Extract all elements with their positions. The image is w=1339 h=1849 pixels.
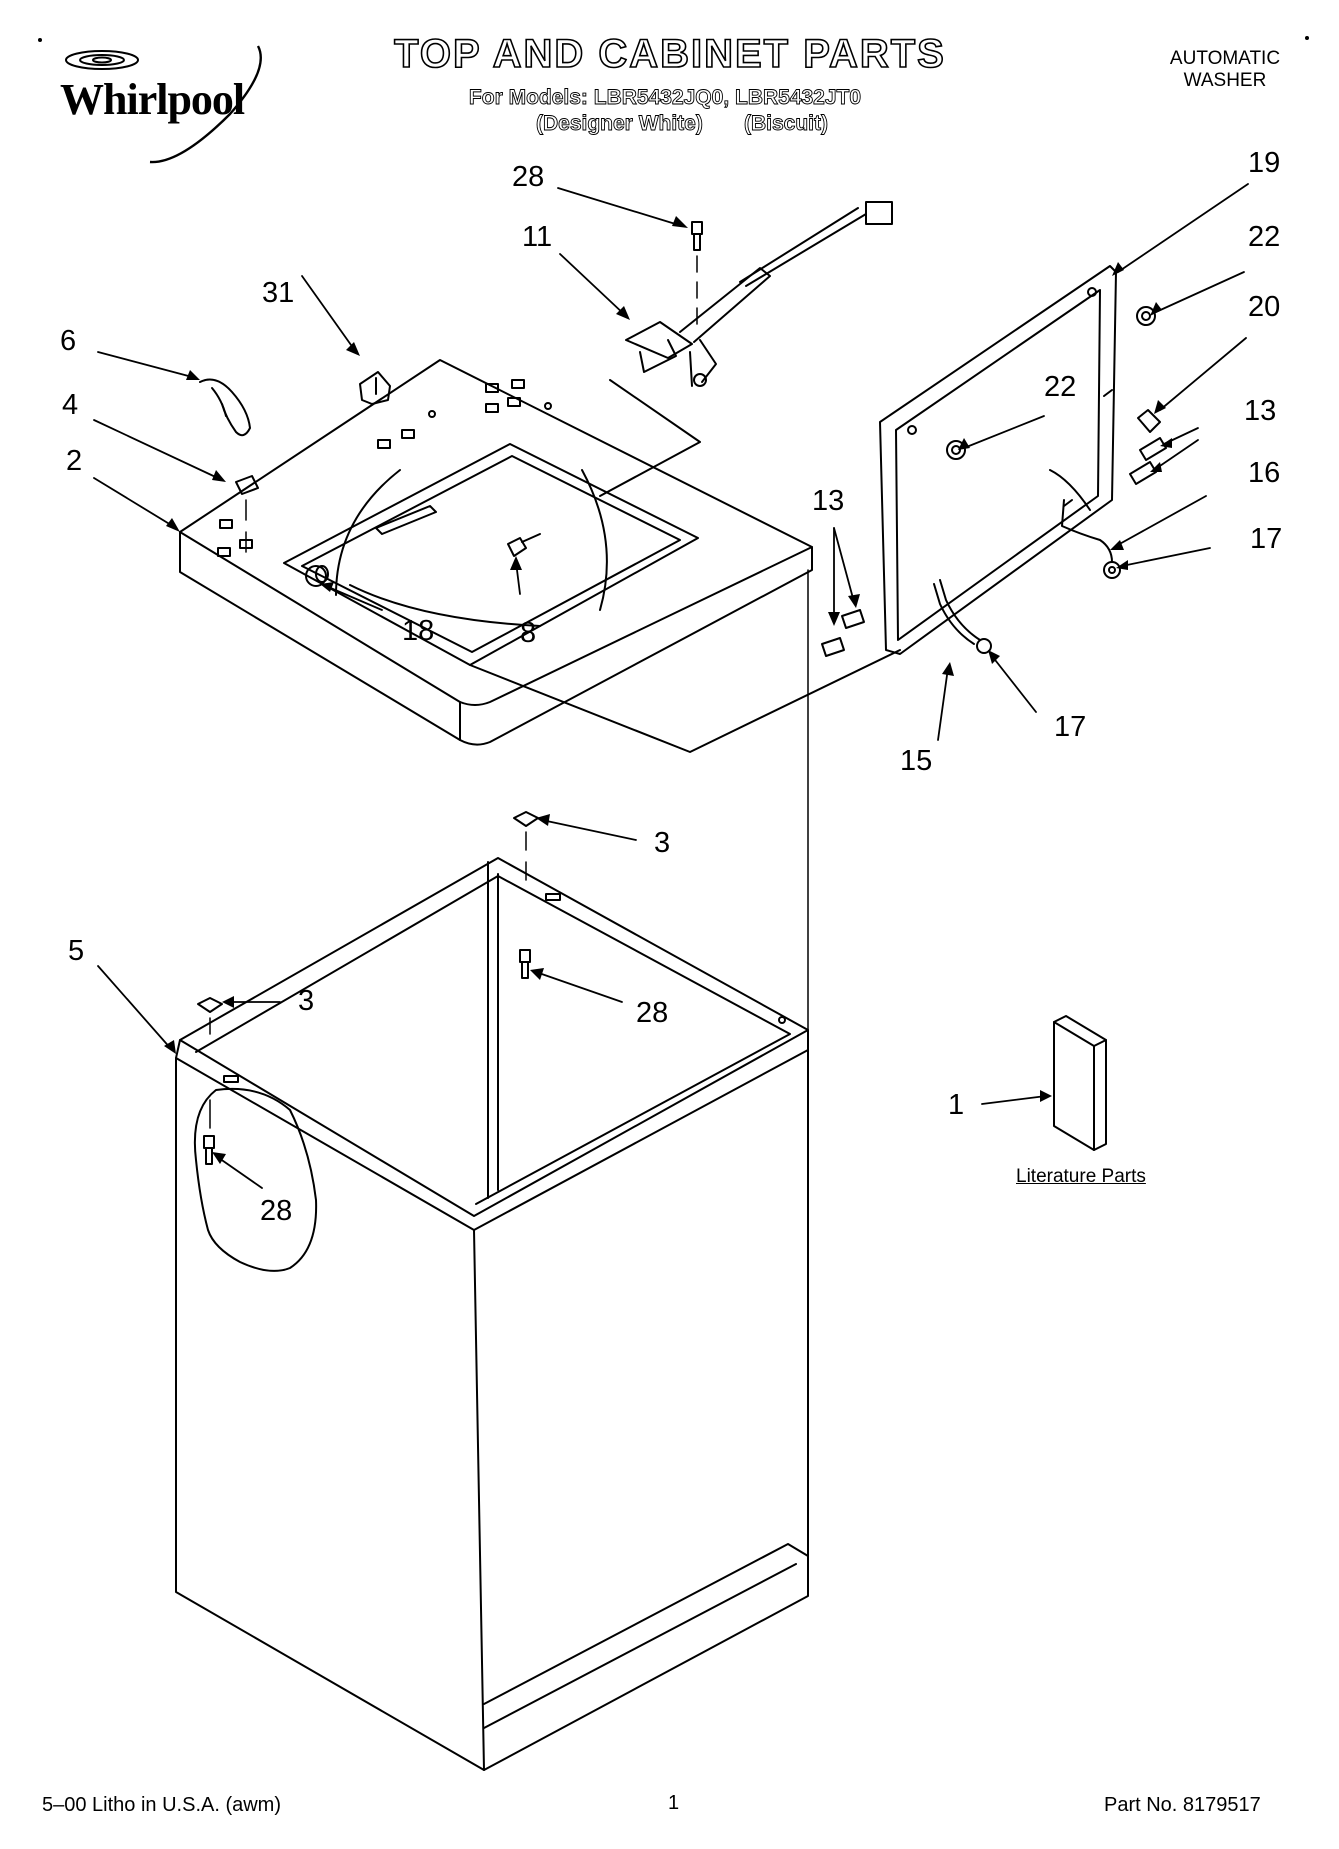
- whirlpool-swirl-logo-icon: [65, 45, 262, 164]
- footer-litho: 5–00 Litho in U.S.A. (awm): [42, 1794, 281, 1816]
- footer-part-number: Part No. 8179517: [1104, 1794, 1261, 1816]
- grommet-part-17-lower: [976, 638, 992, 654]
- callout-3-lower: 3: [298, 985, 315, 1017]
- callout-18: 18: [402, 615, 435, 647]
- callout-2: 2: [66, 445, 83, 477]
- finish-designer-white: (Designer White): [536, 112, 704, 136]
- footer-page-number: 1: [668, 1792, 680, 1814]
- whirlpool-logo: Whirlpool: [40, 44, 290, 164]
- callout-31: 31: [262, 277, 295, 309]
- callout-13-right: 13: [1244, 395, 1277, 427]
- callout-28-top: 28: [512, 161, 545, 193]
- page-title: TOP AND CABINET PARTS: [393, 31, 946, 77]
- hose-part-15: [933, 579, 981, 645]
- wire-harness-part-16: [1061, 499, 1113, 563]
- callout-17-bottom: 17: [1054, 711, 1087, 743]
- bumper-part-22-left: [946, 440, 966, 460]
- fastener-part-8: [507, 533, 541, 557]
- callout-15: 15: [900, 745, 933, 777]
- callout-1: 1: [948, 1089, 965, 1121]
- callout-16: 16: [1248, 457, 1281, 489]
- callout-11: 11: [522, 221, 553, 253]
- knob-part-18: [305, 565, 329, 587]
- screw-part-28-mid: [519, 949, 531, 979]
- callout-20: 20: [1248, 291, 1281, 323]
- switch-part-20: [1137, 409, 1161, 433]
- callout-28-mid: 28: [636, 997, 669, 1029]
- bumper-part-22-right: [1136, 306, 1156, 326]
- screw-part-28-low: [203, 1099, 215, 1165]
- lid-switch-assembly: [625, 201, 893, 387]
- literature-parts-label: Literature Parts: [1016, 1166, 1146, 1187]
- callout-4: 4: [62, 389, 79, 421]
- clip-part-4: [235, 475, 259, 553]
- callout-22-right: 22: [1248, 221, 1281, 253]
- models-line: For Models: LBR5432JQ0, LBR5432JT0: [468, 86, 862, 110]
- product-type-line1: AUTOMATIC: [1169, 48, 1281, 69]
- hinge-clip-part-6: [199, 378, 251, 437]
- callout-3-upper: 3: [654, 827, 671, 859]
- callout-5: 5: [68, 935, 85, 967]
- corner-mark: [38, 38, 42, 42]
- screws-part-13-left: [821, 609, 865, 657]
- corner-mark: [1305, 36, 1309, 40]
- callout-22-left: 22: [1044, 371, 1077, 403]
- callout-28-low: 28: [260, 1195, 293, 1227]
- callout-17-right: 17: [1250, 523, 1283, 555]
- clip-part-3-lower: [197, 997, 223, 1035]
- product-type-line2: WASHER: [1183, 70, 1267, 91]
- callout-13-left: 13: [812, 485, 845, 517]
- callout-leaders: [93, 183, 1249, 1189]
- product-type: AUTOMATIC WASHER: [1140, 48, 1310, 92]
- screws-part-13-right: [1129, 437, 1167, 485]
- cabinet-part-5: [175, 569, 809, 1771]
- washer-top-panel: [179, 359, 901, 753]
- brand-wordmark: Whirlpool: [60, 75, 245, 124]
- callout-8: 8: [520, 617, 537, 649]
- literature-booklet-icon: [1053, 1015, 1107, 1151]
- grommet-part-17-right: [1103, 561, 1121, 579]
- finish-biscuit: (Biscuit): [744, 112, 829, 136]
- callout-19: 19: [1248, 147, 1281, 179]
- callout-6: 6: [60, 325, 77, 357]
- clip-part-31: [359, 371, 391, 405]
- callout-arrowheads: [164, 216, 1172, 1164]
- screw-top: [691, 221, 703, 325]
- console-frame-part-19: [879, 265, 1117, 655]
